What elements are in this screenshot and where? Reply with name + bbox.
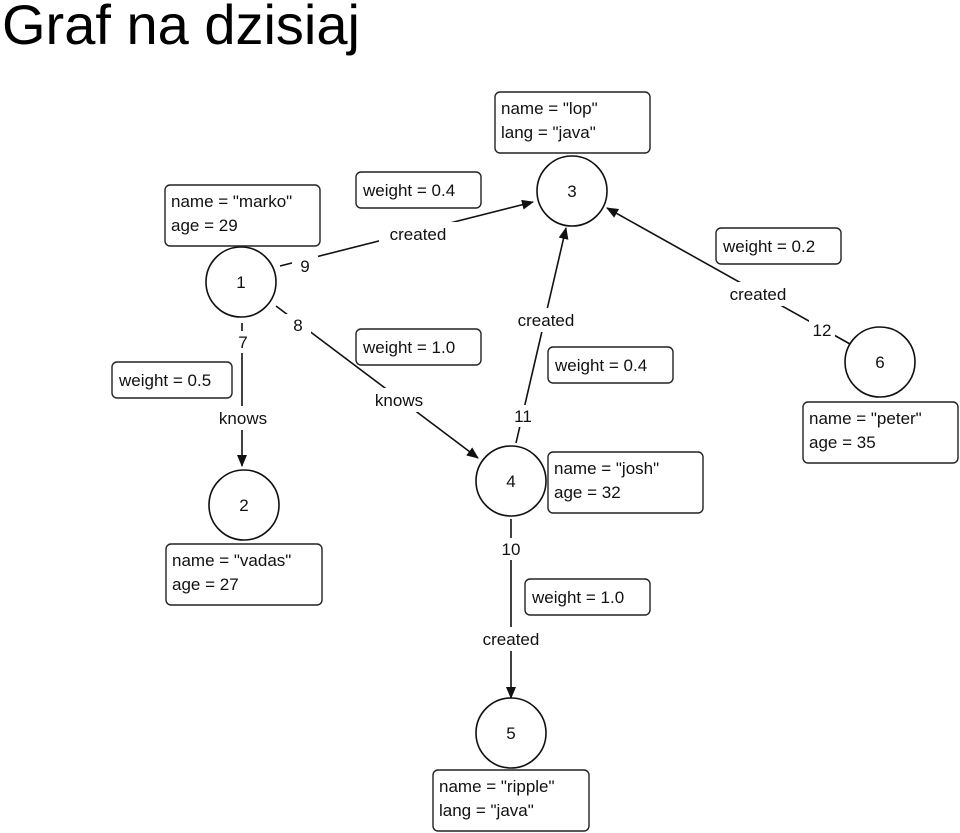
edge-8-relation-label: knows xyxy=(375,391,423,410)
edge-12-weight-text: weight = 0.2 xyxy=(722,237,815,256)
edge-9-relation-label: created xyxy=(390,225,447,244)
edge-10-relation-label: created xyxy=(483,630,540,649)
vertex-3-circle xyxy=(536,155,608,227)
edge-label-backdrop xyxy=(719,282,797,306)
edge-7-weight-text: weight = 0.5 xyxy=(118,371,211,390)
edge-12-weight-box xyxy=(715,227,842,265)
vertex-2-circle xyxy=(208,469,280,541)
edge-labels-layer: 7knows8knows9created10created11created12… xyxy=(204,222,835,651)
edges-layer xyxy=(237,199,851,699)
vertex-5-property-2: lang = "java" xyxy=(439,801,534,820)
edge-12-id-label: 12 xyxy=(813,321,832,340)
vertex-5-property-1: name = "ripple" xyxy=(439,777,555,796)
vertex-5-circle xyxy=(475,697,547,769)
vertex-3-property-2: lang = "java" xyxy=(501,123,596,142)
edge-9-id-label: 9 xyxy=(300,257,309,276)
edge-label-backdrop xyxy=(507,308,585,332)
vertex-1-circle xyxy=(205,246,277,318)
vertex-6-property-box xyxy=(802,401,959,464)
vertex-1-property-1: name = "marko" xyxy=(171,192,292,211)
edge-8-weight-text: weight = 1.0 xyxy=(362,338,455,357)
edge-id-backdrop xyxy=(285,314,311,336)
vertex-1-property-box xyxy=(164,184,321,247)
vertex-5-id: 5 xyxy=(506,724,515,743)
edge-11-id-label: 11 xyxy=(514,407,532,426)
edge-7-id-label: 7 xyxy=(238,333,247,352)
edge-label-backdrop xyxy=(204,406,282,430)
slide-title: Graf na dzisiaj xyxy=(2,0,360,56)
edge-10-weight-box xyxy=(524,578,651,616)
edge-id-backdrop xyxy=(230,331,256,353)
vertex-5-property-box xyxy=(432,769,590,832)
edge-label-backdrop xyxy=(379,222,457,246)
vertex-6-property-1: name = "peter" xyxy=(809,409,922,428)
edge-12-relation-label: created xyxy=(730,285,787,304)
vertex-4-circle xyxy=(475,445,547,517)
edge-label-backdrop xyxy=(360,388,438,412)
vertex-3-property-box xyxy=(494,91,651,154)
edge-11-weight-box xyxy=(547,346,674,384)
vertex-1-property-2: age = 29 xyxy=(171,216,238,235)
vertex-2-property-box xyxy=(165,543,323,606)
edge-10-id-label: 10 xyxy=(502,540,521,559)
edge-9-weight-box xyxy=(355,171,482,209)
vertex-6-circle xyxy=(844,326,916,398)
vertex-2-property-2: age = 27 xyxy=(172,575,239,594)
edge-7-weight-box xyxy=(111,361,233,399)
vertex-3-property-1: name = "lop" xyxy=(501,99,598,118)
vertex-3-id: 3 xyxy=(567,182,576,201)
edge-label-backdrop xyxy=(472,627,550,651)
edge-11-relation-label: created xyxy=(518,311,575,330)
edge-id-backdrop xyxy=(292,255,318,277)
vertex-4-property-1: name = "josh" xyxy=(554,459,659,478)
vertex-4-id: 4 xyxy=(506,472,515,491)
vertex-6-property-2: age = 35 xyxy=(809,433,876,452)
edge-id-backdrop xyxy=(510,405,536,427)
edge-10-weight-text: weight = 1.0 xyxy=(531,588,624,607)
vertex-2-property-1: name = "vadas" xyxy=(172,551,291,570)
vertex-2-id: 2 xyxy=(239,496,248,515)
edge-8-weight-box xyxy=(355,328,482,366)
edge-8-id-label: 8 xyxy=(293,316,302,335)
property-boxes-layer: weight = 0.5 weight = 1.0 weight = 0.4 weig… xyxy=(111,91,959,832)
edge-11-weight-text: weight = 0.4 xyxy=(554,356,647,375)
vertex-6-id: 6 xyxy=(875,353,884,372)
edge-id-backdrop xyxy=(809,319,835,341)
vertex-4-property-2: age = 32 xyxy=(554,483,621,502)
vertex-4-property-box xyxy=(547,451,704,514)
edge-id-backdrop xyxy=(498,538,524,560)
vertex-1-id: 1 xyxy=(236,273,245,292)
edge-7-relation-label: knows xyxy=(219,409,267,428)
edge-9-weight-text: weight = 0.4 xyxy=(362,181,455,200)
